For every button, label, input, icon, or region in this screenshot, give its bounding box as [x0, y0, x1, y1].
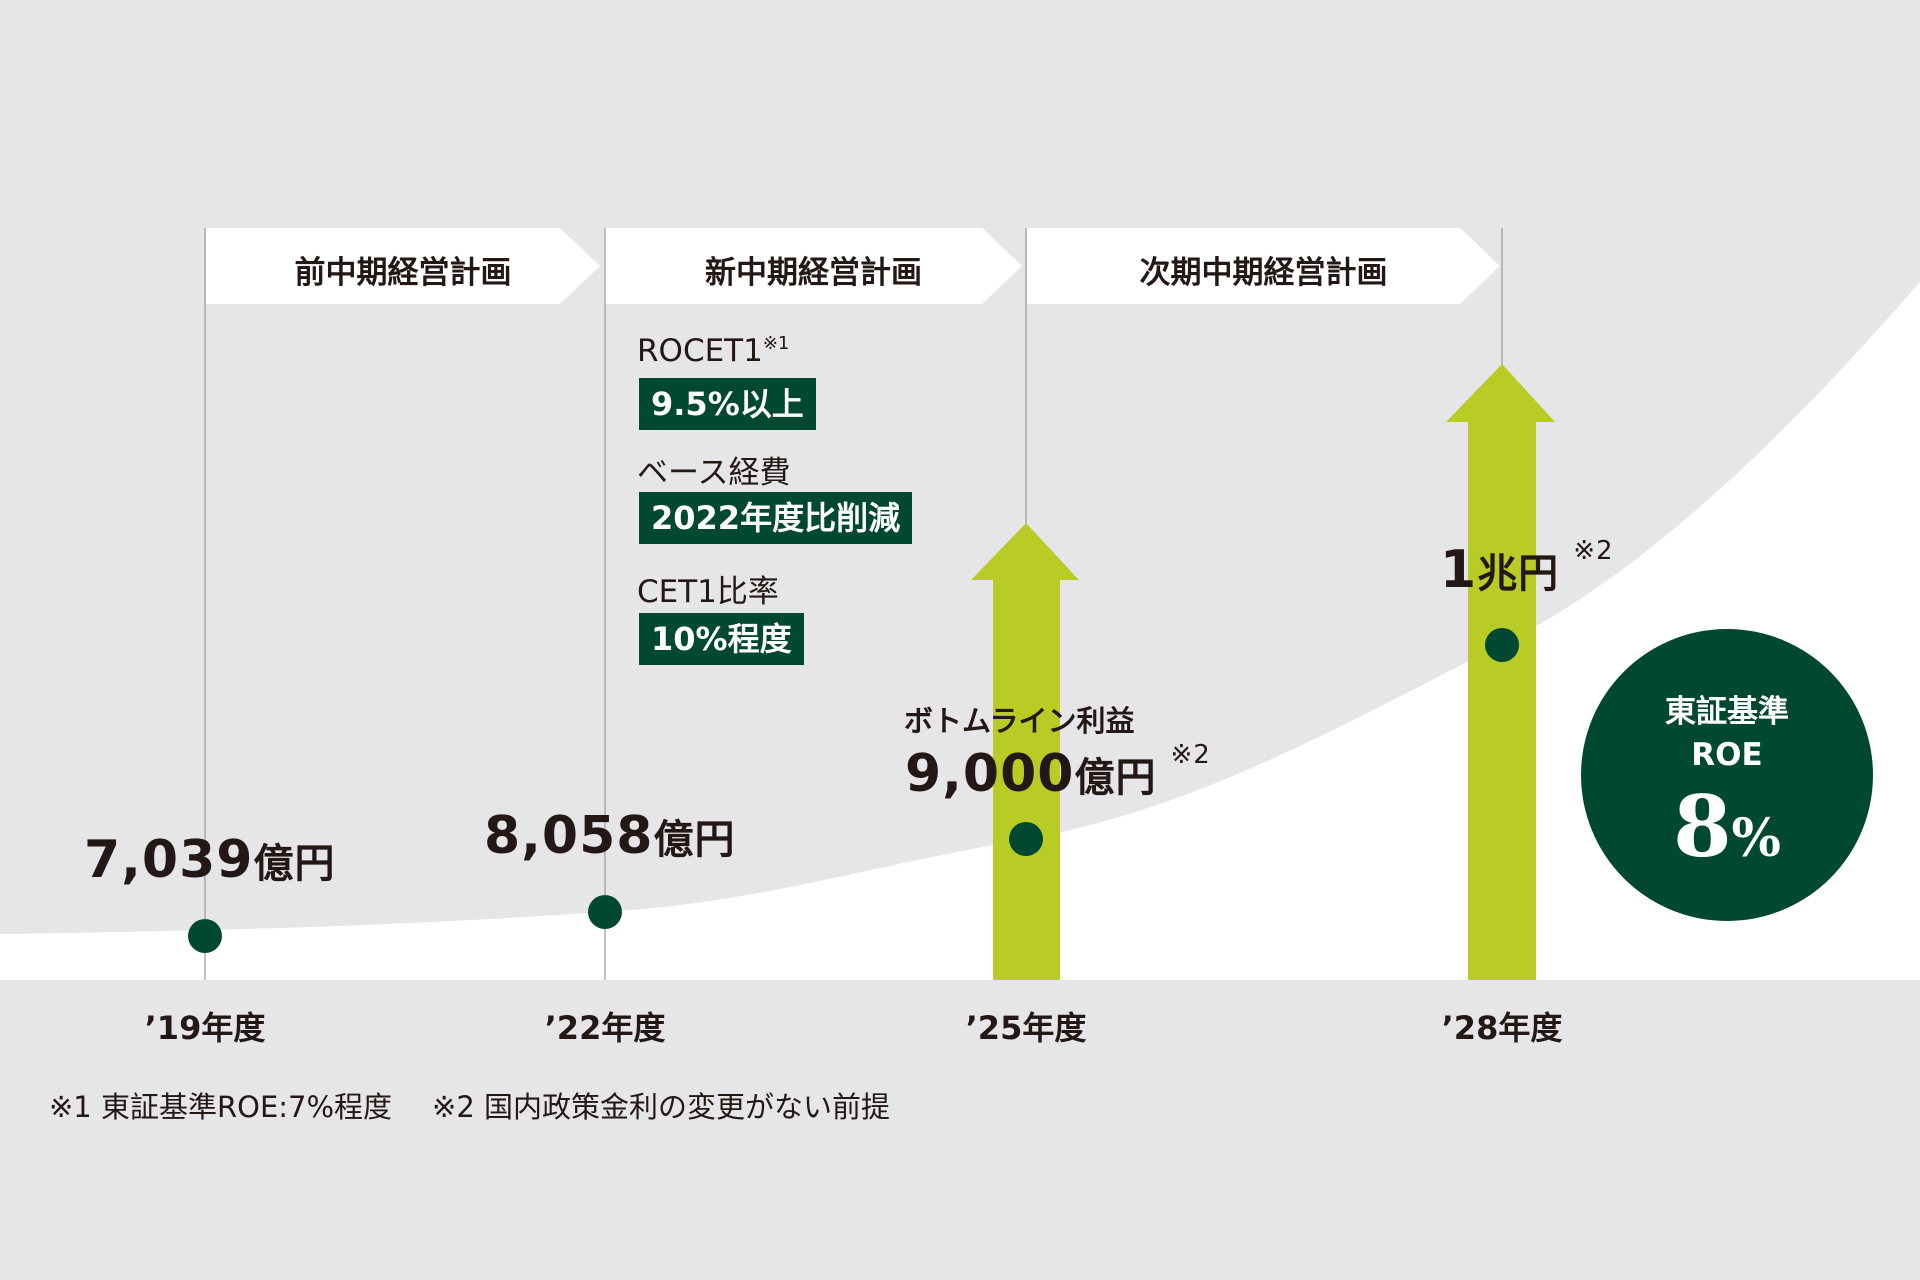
target-value-base-cost: 2022年度比削減 — [639, 492, 913, 544]
growth-arrow-25 — [971, 523, 1079, 980]
plan-banner-new — [605, 228, 1022, 304]
bottom-line-profit-label: ボトムライン利益 — [904, 704, 1135, 738]
growth-arrow-28 — [1446, 364, 1555, 980]
target-value-rocet1: 9.5%以上 — [639, 378, 816, 430]
year-label-22: ’22年度 — [544, 1009, 666, 1047]
plan-label-next: 次期中期経営計画 — [1139, 255, 1388, 291]
target-label-rocet1: ROCET1※1 — [637, 333, 790, 369]
footnote-1: ※1 東証基準ROE:7%程度 — [49, 1090, 393, 1124]
plan-label-new: 新中期経営計画 — [705, 255, 922, 291]
roe-badge-line1: 東証基準 — [1665, 694, 1789, 730]
value-25: 9,000億円※2 — [905, 740, 1211, 804]
target-label-base-cost: ベース経費 — [637, 455, 791, 491]
plan-banner-previous — [206, 228, 600, 304]
year-label-25: ’25年度 — [965, 1009, 1087, 1047]
data-point-25 — [1009, 822, 1043, 856]
year-label-28: ’28年度 — [1441, 1009, 1563, 1047]
value-22: 8,058億円 — [484, 806, 736, 866]
roe-badge-line2: ROE — [1691, 737, 1763, 773]
target-label-cet1: CET1比率 — [637, 574, 779, 610]
value-19: 7,039億円 — [84, 830, 336, 890]
roe-badge: 東証基準 ROE 8% — [1581, 629, 1873, 921]
plan-label-previous: 前中期経営計画 — [294, 255, 512, 291]
footnote-2: ※2 国内政策金利の変更がない前提 — [432, 1090, 891, 1124]
growth-curve-area — [0, 282, 1920, 980]
footnotes: ※1 東証基準ROE:7%程度 ※2 国内政策金利の変更がない前提 — [49, 1084, 890, 1126]
data-point-19 — [188, 919, 222, 953]
data-point-22 — [588, 895, 622, 929]
plan-banner-next — [1027, 228, 1500, 304]
roe-badge-value: 8% — [1673, 777, 1781, 876]
value-28: 1兆円※2 — [1440, 536, 1614, 600]
target-value-cet1: 10%程度 — [639, 613, 804, 665]
year-label-19: ’19年度 — [144, 1009, 266, 1047]
data-point-28 — [1485, 628, 1519, 662]
